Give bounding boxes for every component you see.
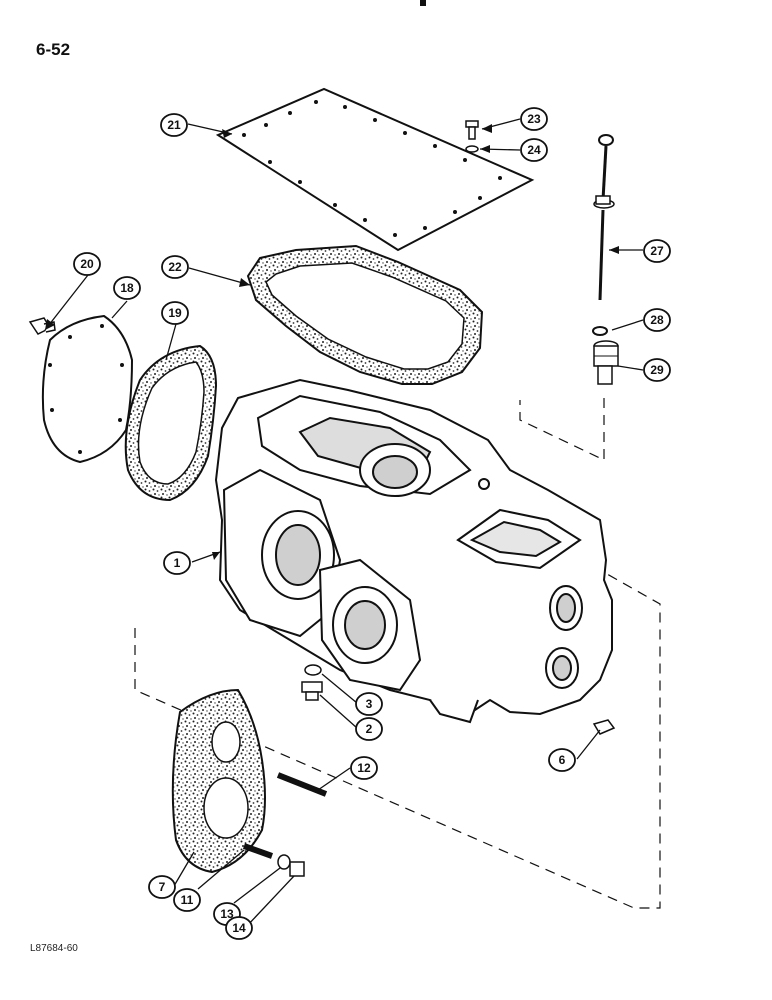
callout-14: 14 [225, 916, 253, 940]
top-gasket [246, 244, 484, 385]
callout-label: 1 [174, 556, 181, 570]
side-gasket [124, 344, 218, 502]
top-cover-plate [215, 87, 535, 252]
callout-7: 7 [148, 875, 176, 899]
stud-11 [242, 843, 274, 859]
dashed-leaders [134, 398, 661, 909]
callout-label: 23 [527, 112, 541, 126]
washer-13 [277, 854, 291, 870]
washer-3 [304, 664, 322, 676]
callout-label: 12 [357, 761, 371, 775]
callout-22: 22 [161, 255, 189, 279]
callout-label: 2 [366, 722, 373, 736]
callout-label: 28 [650, 313, 664, 327]
rear-axle-housing [214, 378, 613, 724]
callout-label: 11 [181, 893, 194, 907]
dipstick-27 [593, 134, 615, 301]
callout-6: 6 [548, 748, 576, 772]
washer-24 [465, 145, 479, 153]
page-number: 6-52 [36, 40, 71, 59]
callout-3: 3 [355, 692, 383, 716]
callout-1: 1 [163, 551, 191, 575]
gasket-plate-7 [171, 688, 266, 874]
callout-label: 3 [366, 697, 373, 711]
nut-14 [289, 861, 305, 877]
stud-12 [276, 772, 328, 797]
callout-label: 22 [168, 260, 182, 274]
callout-label: 13 [220, 907, 234, 921]
dowel-6 [592, 719, 616, 735]
callout-24: 24 [520, 138, 548, 162]
callout-label: 24 [527, 143, 541, 157]
callout-label: 19 [168, 306, 182, 320]
callout-11: 11 [173, 888, 201, 912]
callout-label: 7 [159, 880, 166, 894]
callout-label: 6 [559, 753, 566, 767]
figure-code: L87684-60 [30, 943, 78, 954]
callout-21: 21 [160, 113, 188, 137]
callout-label: 14 [232, 921, 246, 935]
tube-fitting-29 [593, 340, 619, 385]
o-ring-28 [592, 326, 608, 336]
side-cover-plate [41, 314, 134, 464]
bolt-23 [465, 120, 479, 140]
callout-19: 19 [161, 301, 189, 325]
callout-label: 21 [167, 118, 181, 132]
callout-label: 27 [650, 244, 664, 258]
callout-29: 29 [643, 358, 671, 382]
callout-label: 29 [650, 363, 664, 377]
callout-20: 20 [73, 252, 101, 276]
callout-2: 2 [355, 717, 383, 741]
callout-label: 18 [120, 281, 134, 295]
plug-2 [301, 681, 323, 701]
callout-12: 12 [350, 756, 378, 780]
callout-27: 27 [643, 239, 671, 263]
callout-label: 20 [80, 257, 94, 271]
callout-28: 28 [643, 308, 671, 332]
callout-18: 18 [113, 276, 141, 300]
callout-23: 23 [520, 107, 548, 131]
